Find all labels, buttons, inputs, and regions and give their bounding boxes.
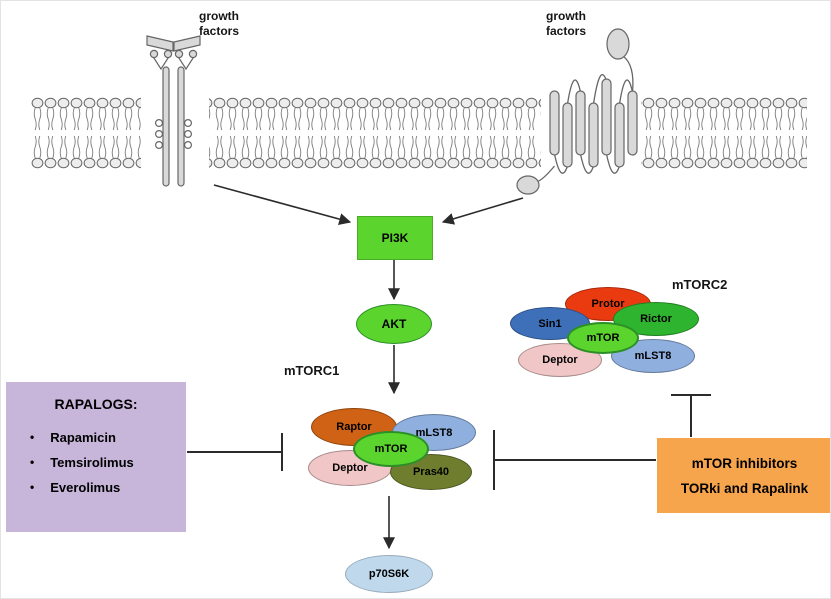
bullet-icon: • (30, 430, 35, 444)
mtorc2-deptor-node: Deptor (518, 343, 602, 377)
list-item: • Rapamicin (6, 430, 186, 445)
mtorc2-rictor-node: Rictor (613, 302, 699, 336)
cell-membrane (31, 96, 807, 170)
mtorc1-title: mTORC1 (284, 363, 340, 378)
mtorc2-title: mTORC2 (672, 277, 728, 292)
rapalogs-panel: RAPALOGS: • Rapamicin • Temsirolimus • E… (6, 382, 186, 532)
rapalogs-title: RAPALOGS: (54, 396, 138, 412)
mtorc2-mtor-node: mTOR (567, 322, 639, 354)
growth-factors-left-label: growth factors (199, 9, 240, 38)
bullet-icon: • (30, 480, 35, 494)
rapalogs-list: • Rapamicin • Temsirolimus • Everolimus (6, 430, 186, 495)
mtorc1-mtor-node: mTOR (353, 431, 429, 467)
list-item: • Temsirolimus (6, 455, 186, 470)
list-item: • Everolimus (6, 480, 186, 495)
rapalog-drug-name: Rapamicin (50, 430, 116, 445)
gpcr-receptor-icon (516, 28, 638, 195)
p70s6k-node: p70S6K (345, 555, 433, 593)
rapalog-drug-name: Everolimus (50, 480, 121, 495)
inhibitors-line1: mTOR inhibitors (691, 455, 798, 471)
inhibitors-line2: TORki and Rapalink (680, 480, 809, 496)
mtorc1-pras40-node: Pras40 (390, 454, 472, 490)
mtor-inhibitors-panel: mTOR inhibitors TORki and Rapalink (657, 438, 830, 513)
akt-node: AKT (356, 304, 432, 344)
mtorc2-mlst8-node: mLST8 (611, 339, 695, 373)
rapalog-drug-name: Temsirolimus (50, 455, 134, 470)
growth-factor-receptor-icon (146, 35, 201, 187)
growth-factors-right-label: growth factors (546, 9, 587, 38)
pi3k-node: PI3K (357, 216, 433, 260)
bullet-icon: • (30, 455, 35, 469)
